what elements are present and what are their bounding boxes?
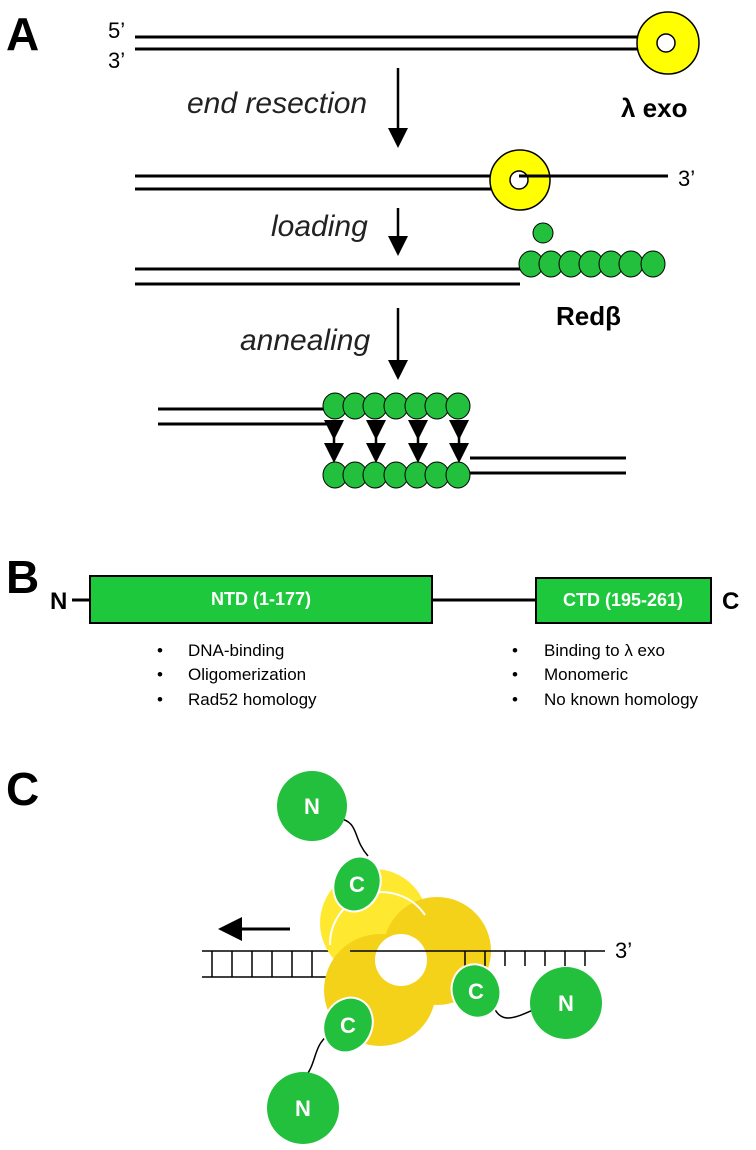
c-terminus-label: C <box>722 588 739 615</box>
lambda-exo-ring-initial <box>636 11 700 75</box>
three-prime-overhang-label: 3’ <box>678 166 695 191</box>
panel-a: A 5’ 3’ λ exo end resection 3’ lo <box>6 8 700 489</box>
svg-text:•: • <box>512 665 518 684</box>
c-domain-label: C <box>349 872 365 897</box>
redbeta-subunit-bottom: N C <box>267 996 374 1144</box>
svg-text:•: • <box>512 641 518 660</box>
dsdna-annealing-left <box>158 407 335 426</box>
lambda-exo-label: λ exo <box>621 93 688 123</box>
dsdna-annealing-right <box>470 456 626 475</box>
ctd-feature-list: • Binding to λ exo • Monomeric • No know… <box>512 641 699 709</box>
dsdna-resected <box>135 174 668 191</box>
lambda-exo-ring-resecting <box>489 149 668 211</box>
step-end-resection: end resection <box>187 87 367 120</box>
three-prime-end-label: 3’ <box>615 938 632 963</box>
panel-c: C <box>6 763 632 1144</box>
svg-text:•: • <box>157 641 163 660</box>
ctd-domain-box <box>535 577 712 624</box>
svg-text:•: • <box>157 665 163 684</box>
redbeta-label: Redβ <box>556 301 621 331</box>
redbeta-filament-bottom <box>322 461 471 489</box>
three-prime-label: 3’ <box>108 48 125 73</box>
svg-text:•: • <box>157 690 163 709</box>
panel-b-letter: B <box>6 551 39 603</box>
ctd-label: CTD (195-261) <box>563 590 683 610</box>
dsdna-loaded <box>135 267 520 286</box>
redbeta-subunit-right: N C <box>450 963 602 1039</box>
dsdna-initial <box>135 35 668 51</box>
ntd-domain-box <box>89 575 433 624</box>
panel-b: B N C NTD (1-177) CTD (195-261) • DNA-bi… <box>6 551 739 709</box>
c-domain-label: C <box>340 1013 356 1038</box>
ctd-feature: Binding to λ exo <box>544 641 665 660</box>
n-terminus-label: N <box>50 588 67 615</box>
redbeta-subunit-top: N C <box>277 771 382 913</box>
ntd-feature: DNA-binding <box>188 641 284 660</box>
ntd-feature-list: • DNA-binding • Oligomerization • Rad52 … <box>157 641 317 709</box>
ntd-feature: Oligomerization <box>188 665 306 684</box>
ntd-feature: Rad52 homology <box>188 690 317 709</box>
n-domain-label: N <box>304 794 320 819</box>
ctd-feature: Monomeric <box>544 665 629 684</box>
five-prime-label: 5’ <box>108 18 125 43</box>
step-annealing: annealing <box>240 324 370 357</box>
redbeta-monomer-free <box>532 222 554 244</box>
step-loading: loading <box>271 210 368 243</box>
c-domain-label: C <box>468 979 484 1004</box>
panel-c-letter: C <box>6 763 39 815</box>
redbeta-filament-loading <box>518 250 666 278</box>
redbeta-filament-top <box>322 392 471 420</box>
panel-a-letter: A <box>6 8 39 60</box>
ssdna-strand <box>350 950 605 966</box>
n-domain-label: N <box>558 991 574 1016</box>
ctd-feature: No known homology <box>544 690 699 709</box>
lambda-exo-trimer <box>320 869 491 1046</box>
annealing-arrows <box>324 420 469 463</box>
svg-text:•: • <box>512 690 518 709</box>
n-domain-label: N <box>295 1096 311 1121</box>
ntd-label: NTD (1-177) <box>211 589 311 609</box>
